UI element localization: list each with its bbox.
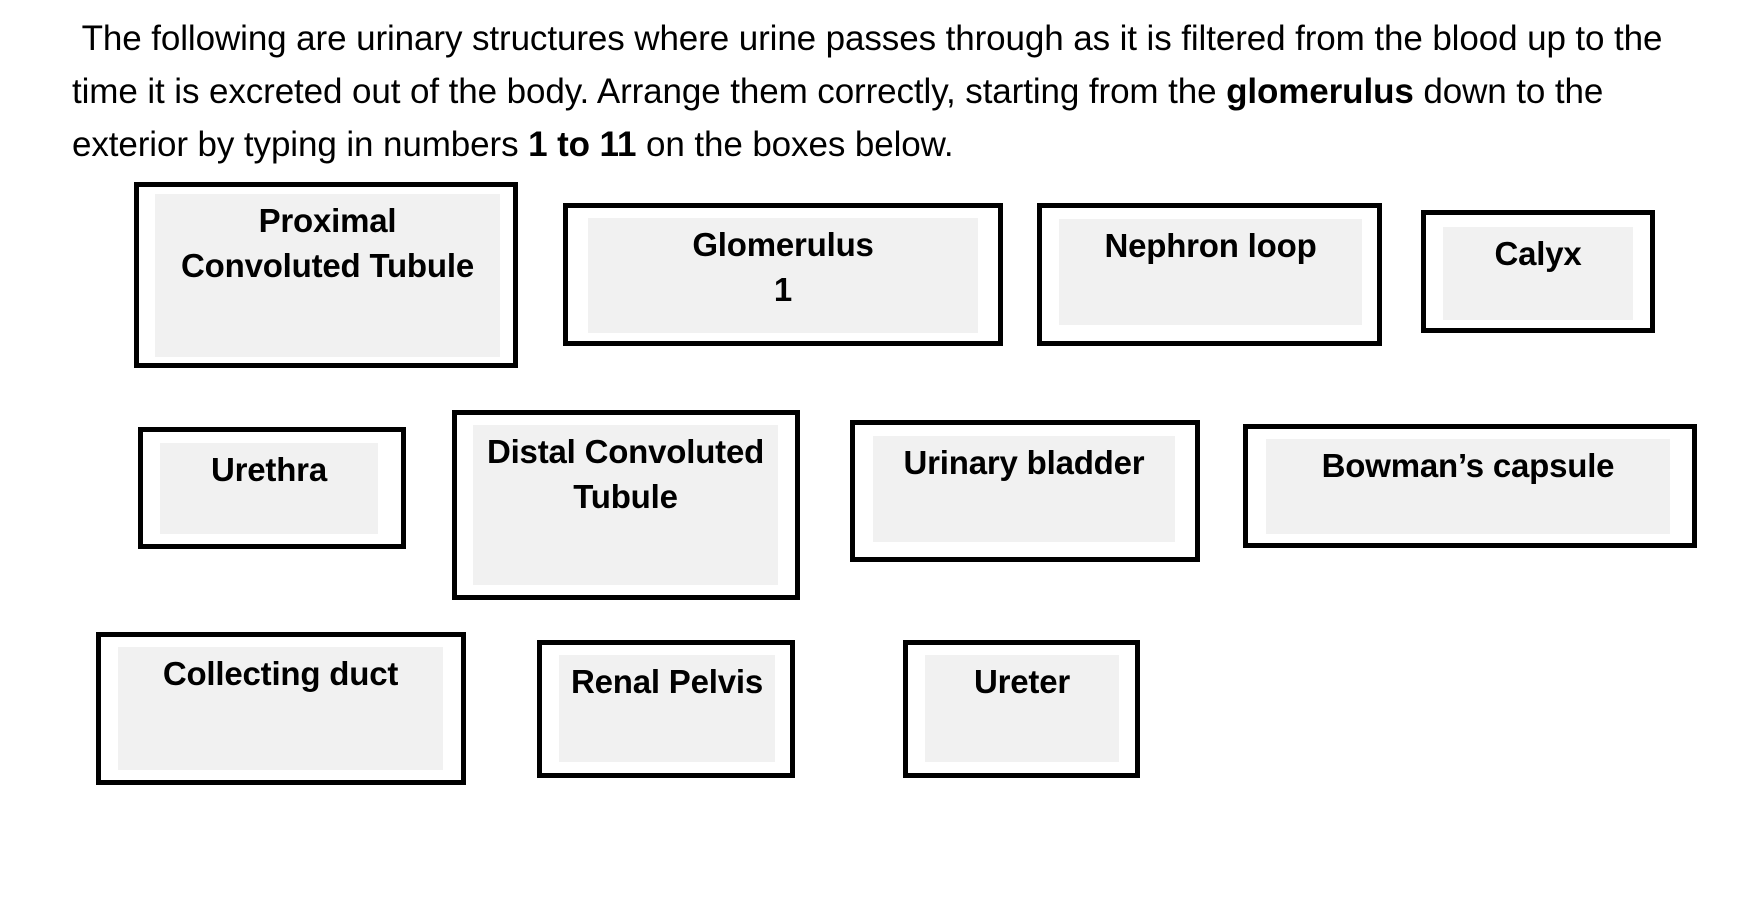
instruction-segment-1: The following are urinary structures whe… bbox=[72, 19, 1673, 111]
instruction-segment-3: down to the exterior by typing in number… bbox=[72, 72, 1613, 164]
answer-field-nephron-loop[interactable]: Nephron loop bbox=[1059, 219, 1362, 325]
answer-field-ureter[interactable]: Ureter bbox=[925, 655, 1119, 762]
answer-field-text: Renal Pelvis bbox=[570, 663, 764, 700]
answer-field-text: Distal Convoluted Tubule bbox=[486, 433, 765, 515]
answer-field-text: Ureter bbox=[973, 663, 1070, 700]
answer-field-calyx[interactable]: Calyx bbox=[1443, 227, 1633, 320]
answer-box-bowmans-capsule[interactable]: Bowman’s capsule bbox=[1243, 424, 1697, 548]
answer-box-calyx[interactable]: Calyx bbox=[1421, 210, 1655, 333]
answer-box-proximal-convoluted-tubule[interactable]: Proximal Convoluted Tubule bbox=[134, 182, 518, 368]
instruction-segment-5: on the boxes below. bbox=[636, 125, 954, 164]
answer-field-text: Calyx bbox=[1494, 235, 1582, 272]
answer-field-text: Proximal Convoluted Tubule bbox=[181, 202, 474, 284]
answer-box-urethra[interactable]: Urethra bbox=[138, 427, 406, 549]
answer-field-distal-convoluted-tubule[interactable]: Distal Convoluted Tubule bbox=[473, 425, 778, 585]
answer-box-collecting-duct[interactable]: Collecting duct bbox=[96, 632, 466, 785]
answer-field-bowmans-capsule[interactable]: Bowman’s capsule bbox=[1266, 439, 1670, 534]
answer-field-text: Urethra bbox=[211, 451, 327, 488]
answer-field-text: Collecting duct bbox=[162, 655, 399, 692]
answer-box-nephron-loop[interactable]: Nephron loop bbox=[1037, 203, 1382, 346]
answer-field-urinary-bladder[interactable]: Urinary bladder bbox=[873, 436, 1175, 542]
instruction-paragraph: The following are urinary structures whe… bbox=[72, 12, 1702, 171]
answer-field-text: Glomerulus 1 bbox=[692, 226, 874, 308]
answer-field-renal-pelvis[interactable]: Renal Pelvis bbox=[559, 655, 775, 762]
answer-field-text: Bowman’s capsule bbox=[1321, 447, 1615, 484]
answer-field-text: Nephron loop bbox=[1104, 227, 1317, 264]
answer-box-renal-pelvis[interactable]: Renal Pelvis bbox=[537, 640, 795, 778]
answer-field-glomerulus[interactable]: Glomerulus 1 bbox=[588, 218, 978, 333]
answer-field-text: Urinary bladder bbox=[903, 444, 1145, 481]
instruction-segment-4-bold: 1 to 11 bbox=[528, 125, 637, 164]
answer-box-ureter[interactable]: Ureter bbox=[903, 640, 1140, 778]
answer-box-glomerulus[interactable]: Glomerulus 1 bbox=[563, 203, 1003, 346]
instruction-segment-2-bold: glomerulus bbox=[1226, 72, 1414, 111]
answer-field-urethra[interactable]: Urethra bbox=[160, 443, 378, 534]
answer-box-distal-convoluted-tubule[interactable]: Distal Convoluted Tubule bbox=[452, 410, 800, 600]
answer-field-collecting-duct[interactable]: Collecting duct bbox=[118, 647, 443, 770]
answer-field-proximal-convoluted-tubule[interactable]: Proximal Convoluted Tubule bbox=[155, 194, 500, 357]
answer-box-urinary-bladder[interactable]: Urinary bladder bbox=[850, 420, 1200, 562]
